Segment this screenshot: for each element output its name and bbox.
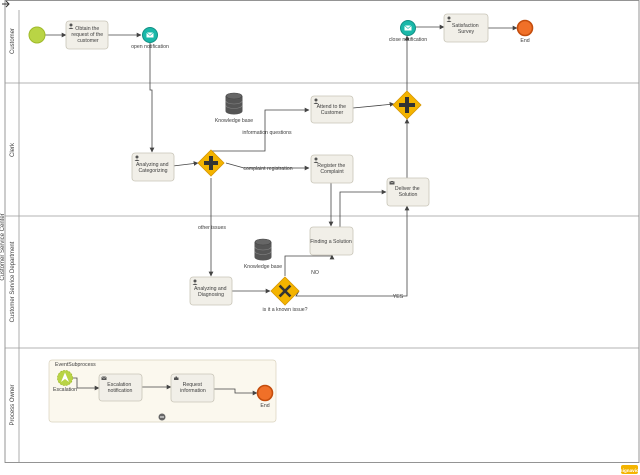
end-event-top[interactable] [516,19,534,37]
envelope-icon [404,25,412,31]
flow-gw2-finding-no[interactable] [284,254,335,276]
task-label: Obtain the request of the customer [71,26,104,44]
task-escalation-notification[interactable]: Escalation notification [98,373,143,402]
task-register-complaint[interactable]: Register the Complaint [310,154,354,184]
flow-attend-gw3[interactable] [352,102,395,109]
collapse-marker-icon[interactable] [158,413,166,421]
flow-analyze-gw[interactable] [172,161,199,167]
task-label: Finding a Solution [310,239,352,245]
gateway-label-known-issue: is it a known issue? [263,307,308,313]
task-label: Request information [180,382,206,394]
open-notification-label: open notification [131,44,169,50]
parallel-gateway-join[interactable] [392,90,422,120]
task-label: Analyzing and Diagnosing [194,286,228,298]
lane-label-csd: Customer Service Department [10,241,16,322]
task-label: Analyzing and Categorizing [136,162,170,174]
flow-escalation-notif[interactable] [73,377,100,391]
end-event-subprocess[interactable] [256,384,274,402]
escalation-start-event[interactable] [57,370,73,386]
task-label: Satisfaction Survey [452,23,480,35]
task-label: Attend to the Customer [317,104,348,116]
flow-gw-attend[interactable] [210,107,310,152]
collapse-arrow-icon[interactable] [2,0,10,8]
datastore-knowledge-base-top[interactable] [225,92,243,115]
user-icon [313,98,319,104]
flow-label-information-questions: information questions [242,130,292,136]
parallel-gateway-split[interactable] [197,149,225,177]
task-label: Deliver the Solution [395,186,421,198]
flow-finding-deliver[interactable] [339,189,387,227]
task-analyzing-categorizing[interactable]: Analyzing and Categorizing [131,152,175,182]
flow-label-no: NO [311,270,319,276]
datastore-knowledge-base-bottom[interactable] [254,238,272,261]
datastore-label: Knowledge base [215,118,253,124]
flow-open-analyze[interactable] [149,43,155,153]
envelope-icon [146,32,154,38]
user-icon [68,23,74,29]
task-obtain-request[interactable]: Obtain the request of the customer [65,20,109,50]
lane-label-csc: Customer Service Center [0,213,6,280]
task-attend-customer[interactable]: Attend to the Customer [310,95,354,124]
close-notification-label: close notification [389,37,427,43]
user-icon [446,16,452,22]
lane-label-process-owner: Process Owner [10,384,16,425]
datastore-label: Knowledge base [244,264,282,270]
flow-label-other-issues: other issues [198,225,226,231]
escalation-icon [61,372,69,382]
escalation-label: Escalation [53,387,77,393]
flow-label-yes: YES [393,294,404,300]
user-icon [134,155,140,161]
exclusive-gateway[interactable] [270,276,300,306]
task-finding-solution[interactable]: Finding a Solution [309,226,354,256]
start-event[interactable] [28,26,46,44]
task-deliver-solution[interactable]: Deliver the Solution [386,177,430,207]
flow-gw2-deliver-yes[interactable] [295,205,410,297]
open-notification-event[interactable] [142,27,158,43]
close-notification-event[interactable] [400,20,416,36]
user-icon [192,279,198,285]
svg-text:signavio: signavio [620,468,639,473]
end-event-top-label: End [520,38,529,44]
flow-label-complaint-registration: complaint registration [243,166,292,172]
lane-label-customer: Customer [10,28,16,54]
end-event-subprocess-label: End [260,403,269,409]
event-subprocess[interactable]: EventSubprocess Escalation Escalation no… [48,359,277,423]
task-label: Register the Complaint [317,163,346,175]
user-icon [313,157,319,163]
task-satisfaction-survey[interactable]: Satisfaction Survey [443,13,489,43]
task-label: Escalation notification [107,382,132,394]
task-request-information[interactable]: Request information [170,373,215,403]
flow-gw-register[interactable] [225,162,310,171]
signavio-logo: signavio [620,465,639,474]
subprocess-title: EventSubprocess [55,362,96,368]
lane-label-clerk: Clerk [10,142,16,157]
hand-icon [174,376,179,380]
flow-request-end[interactable] [214,388,258,396]
task-analyzing-diagnosing[interactable]: Analyzing and Diagnosing [189,276,233,306]
